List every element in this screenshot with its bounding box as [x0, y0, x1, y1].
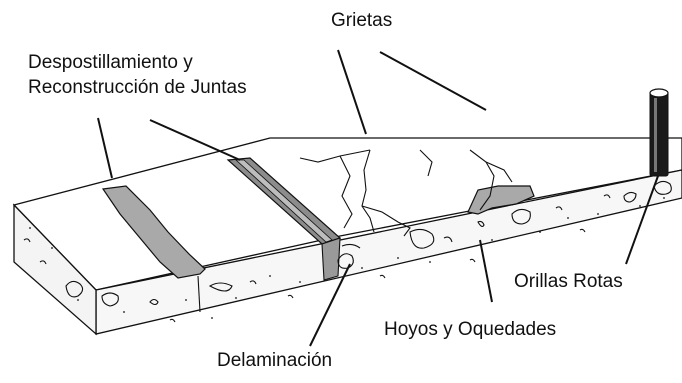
leader-grietas-left [337, 49, 367, 135]
label-orillas-rotas: Orillas Rotas [514, 271, 623, 292]
label-juntas-line2: Reconstrucción de Juntas [28, 77, 247, 98]
transverse-patch [101, 185, 206, 279]
leader-grietas-right [379, 51, 487, 111]
aggregate-marks [23, 180, 672, 323]
label-hoyos-oquedades: Hoyos y Oquedades [384, 319, 557, 340]
slab-left-face [13, 203, 97, 336]
concrete-texture-dots [29, 197, 665, 319]
leader-juntas-1 [97, 117, 113, 179]
leader-juntas-2 [149, 119, 241, 161]
leader-lines [97, 49, 659, 347]
joint-band-light [234, 159, 333, 243]
patch-front-edge [197, 275, 201, 313]
leader-hoyos [479, 239, 493, 303]
label-grietas: Grietas [331, 10, 393, 31]
cracks [299, 149, 513, 237]
edge-post [649, 91, 669, 177]
label-delaminacion: Delaminación [217, 350, 333, 371]
leader-orillas [625, 175, 659, 265]
pothole-patch [467, 185, 535, 215]
label-juntas-line1: Despostillamiento y [28, 52, 193, 73]
edge-post-highlight [654, 98, 657, 172]
joint-front-face [321, 237, 341, 281]
leader-delaminacion [309, 263, 351, 347]
edge-post-cap [649, 88, 669, 98]
